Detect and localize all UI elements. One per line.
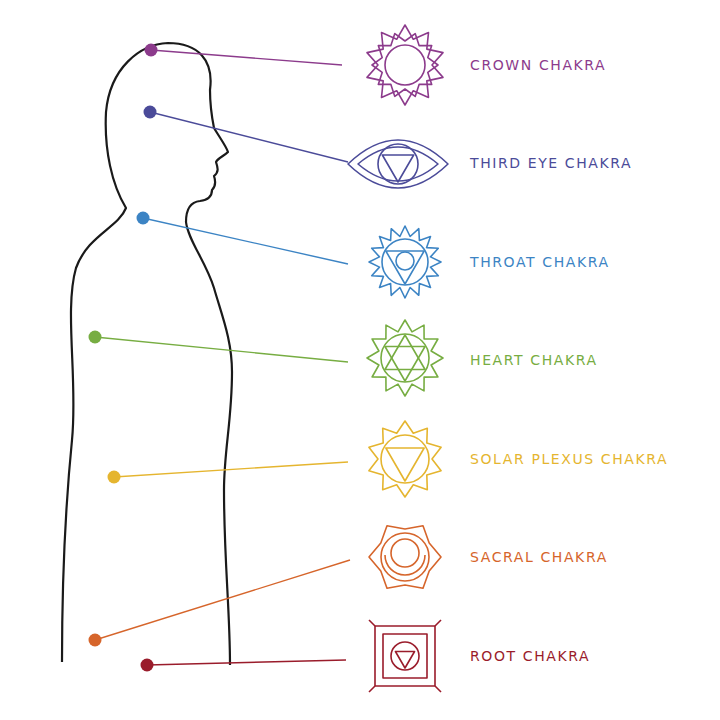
petal-ring [372,34,438,97]
chakra-point [145,44,158,57]
petal-ring [369,526,441,588]
inner-circle [385,45,425,85]
leader-line [150,112,348,162]
chakra-label: THROAT CHAKRA [470,253,610,271]
chakra-label: SACRAL CHAKRA [470,548,608,566]
chakra-label: SOLAR PLEXUS CHAKRA [470,450,668,468]
chakra-label: ROOT CHAKRA [470,647,590,665]
triangle [382,155,413,182]
inner-circle [382,239,428,285]
petal-ring [369,421,441,497]
throat-chakra-symbol [369,226,441,298]
petal-ring [367,25,443,105]
petal-ring [367,320,443,396]
chakra-point [137,212,150,225]
square [375,626,435,686]
leader-line [95,337,348,362]
triangle [385,335,425,370]
chakra-point [144,106,157,119]
inner-circle [378,144,418,184]
crown-chakra-symbol [367,25,443,105]
triangle [386,448,424,481]
eye-outline [348,140,448,188]
triangle [385,347,425,382]
chakra-label: CROWN CHAKRA [470,56,606,74]
chakra-label: HEART CHAKRA [470,351,598,369]
inner-circle [381,435,429,483]
corner [435,620,441,626]
leader-line [147,660,346,665]
chakra-label: THIRD EYE CHAKRA [470,154,632,172]
crescent [385,555,425,575]
triangle [386,251,424,284]
inner-circle [391,642,419,670]
chakra-point [89,331,102,344]
chakra-point [89,634,102,647]
inner-circle [381,533,429,581]
heart-chakra-symbol [367,320,443,396]
sacral-chakra-symbol [369,526,441,588]
leader-line [114,462,348,477]
square [383,634,427,678]
inner-circle [381,334,429,382]
root-chakra-symbol [369,620,441,692]
chakra-point [108,471,121,484]
leader-line [143,218,348,264]
leader-line [151,50,342,65]
eye-outline [358,147,438,181]
inner-circle [396,252,414,270]
eye-chakra-symbol [348,140,448,188]
corner [369,686,375,692]
leader-line [95,560,350,640]
chakra-point [141,659,154,672]
body-silhouette [62,43,232,665]
corner [369,620,375,626]
triangle [395,652,414,669]
petal-ring [369,226,441,298]
corner [435,686,441,692]
inner-circle [391,539,419,567]
solar-chakra-symbol [369,421,441,497]
